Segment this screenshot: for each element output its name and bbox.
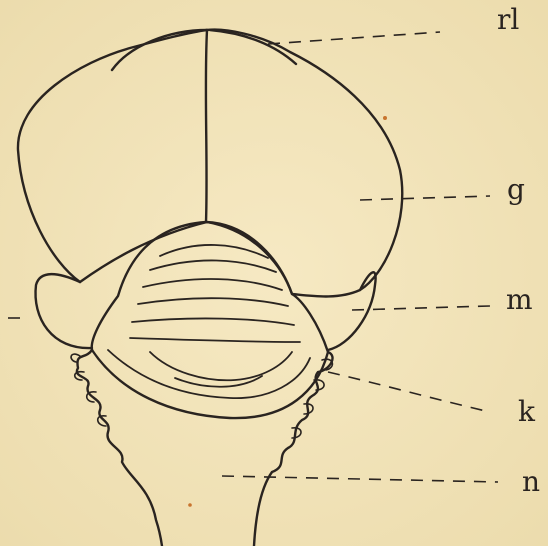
label-g: g xyxy=(507,176,525,204)
stain-mark xyxy=(383,116,387,120)
stain-mark xyxy=(188,503,192,507)
label-k: k xyxy=(518,398,535,426)
label-rl: rl xyxy=(497,6,519,34)
label-m: m xyxy=(506,286,533,314)
label-n: n xyxy=(522,468,540,496)
median-fissure xyxy=(206,30,207,222)
